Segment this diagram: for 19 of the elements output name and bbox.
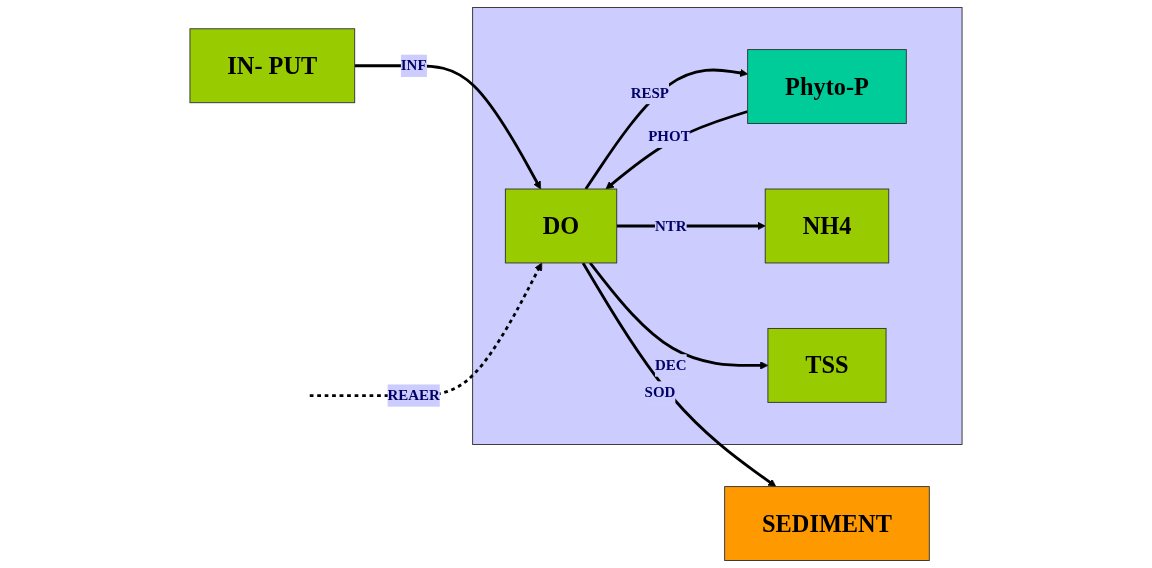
arrow	[589, 262, 769, 370]
edge-label: DEC	[654, 356, 687, 373]
node-box: Phyto-P	[747, 49, 907, 124]
node-box: DO	[504, 188, 618, 264]
arrow	[354, 64, 541, 190]
edge-label: RESP	[630, 84, 670, 101]
node-box: TSS	[767, 327, 887, 403]
edge-label: INF	[400, 57, 427, 74]
edge-label: REAER	[387, 387, 440, 404]
node-box: IN- PUT	[189, 28, 356, 104]
edge-label: NTR	[654, 217, 687, 234]
node-box: NH4	[764, 188, 890, 264]
edge-label: PHOT	[648, 128, 691, 145]
edge-label: SOD	[644, 384, 676, 401]
node-box: SEDIMENT	[724, 486, 930, 561]
arrow	[605, 110, 749, 190]
cluster	[472, 7, 963, 445]
arrow	[584, 68, 749, 190]
arrow	[581, 262, 777, 487]
